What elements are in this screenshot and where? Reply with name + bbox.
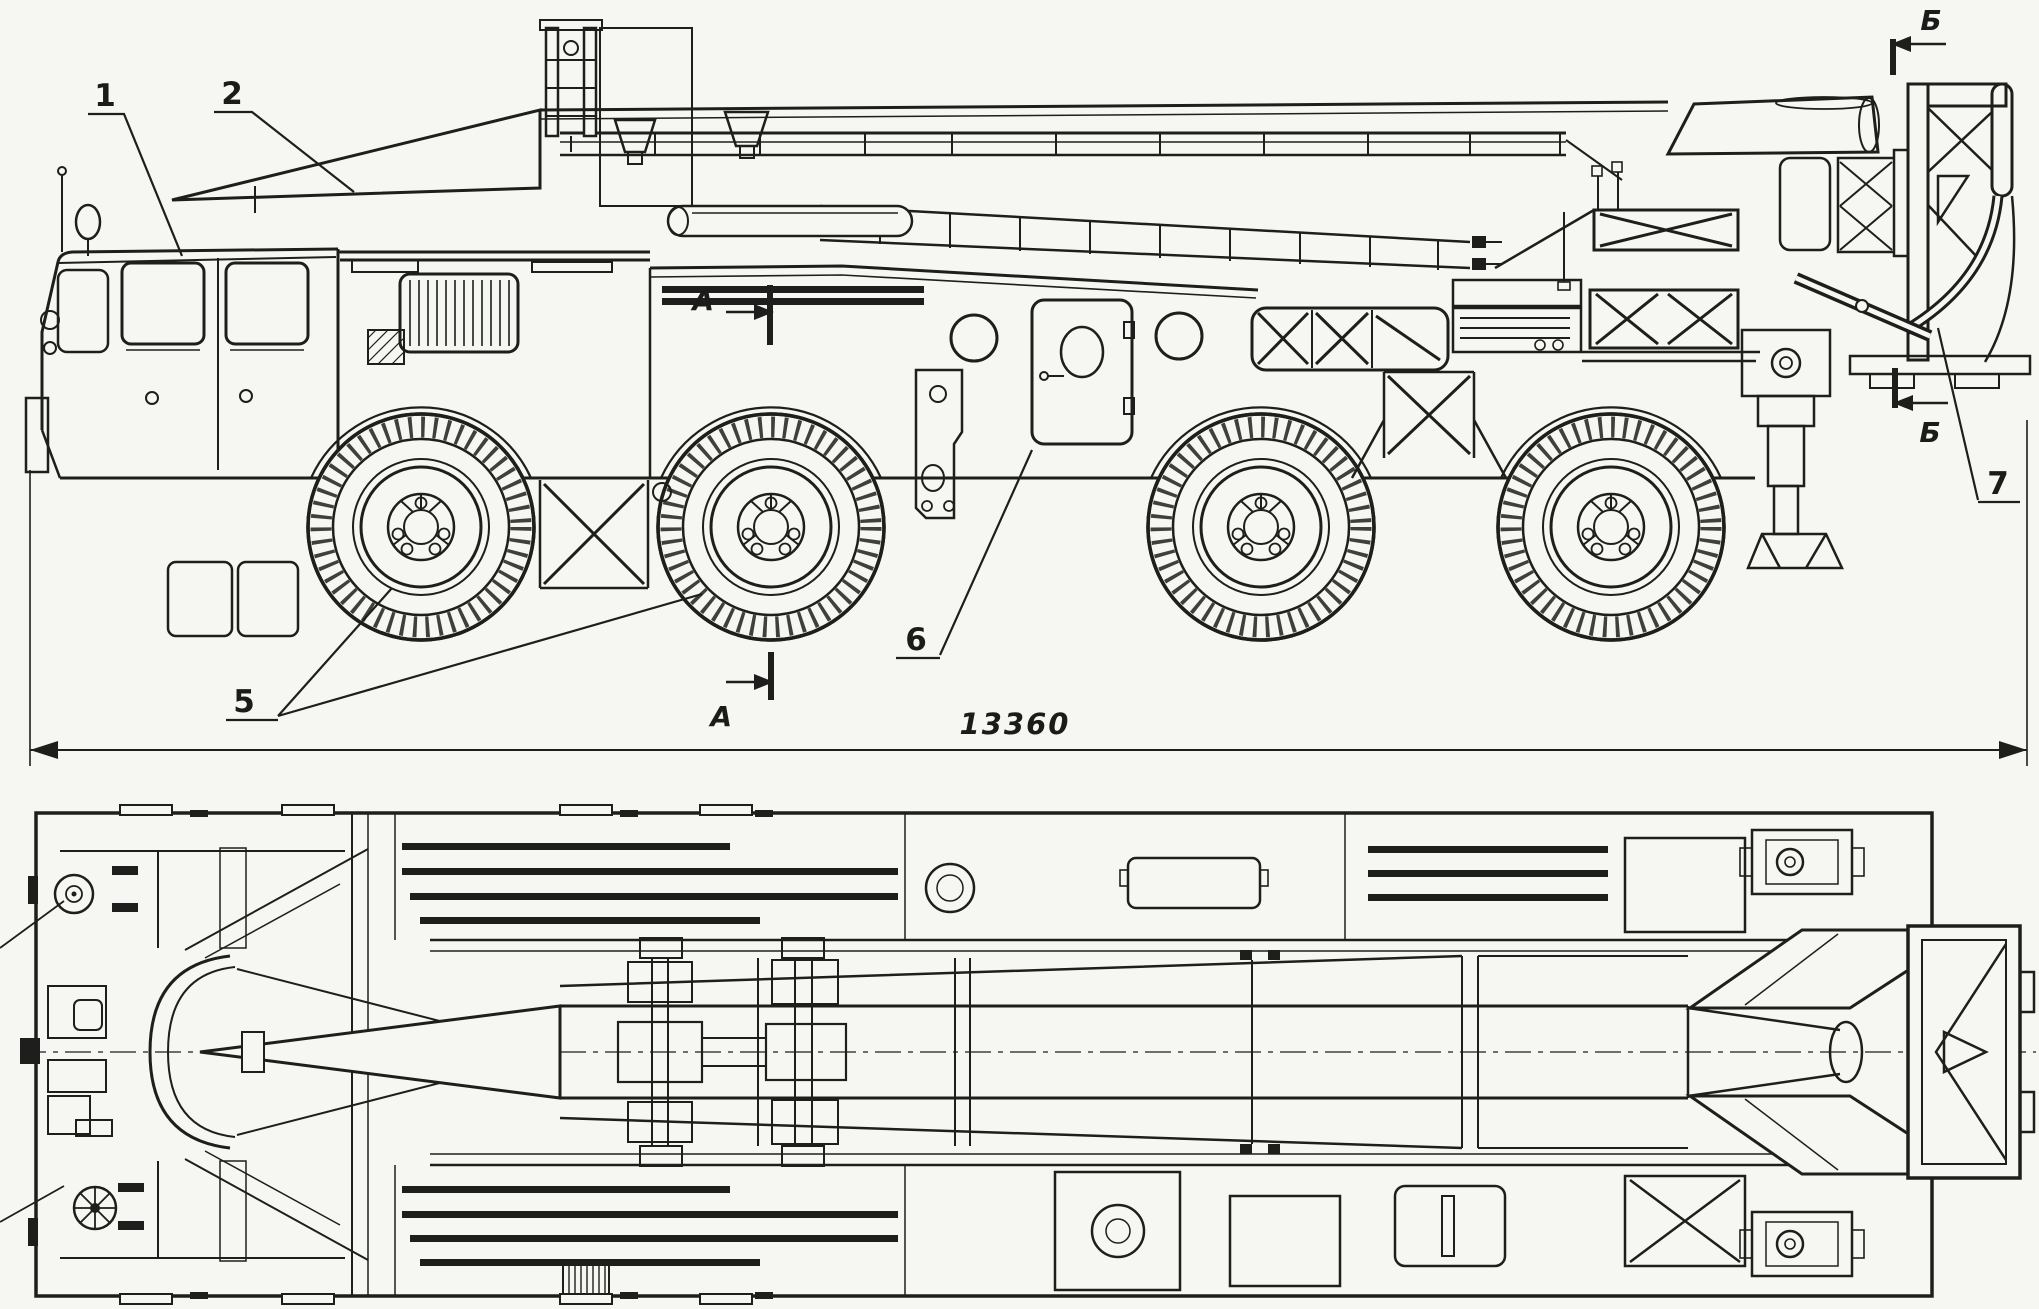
erector-boom (560, 131, 1623, 270)
x-brace-rack (1250, 306, 1450, 372)
plan-view (0, 804, 2036, 1305)
callout-1-label: 1 (94, 78, 116, 114)
filler-cap (924, 862, 976, 914)
dimension-arrow-icon (30, 741, 58, 759)
missile-nose-cone-plan (199, 1004, 562, 1100)
rear-jack (1746, 394, 1844, 570)
section-label-a-upper: А (690, 284, 714, 317)
missile-tail-plan (1685, 924, 2036, 1180)
mirror-icon (74, 203, 102, 241)
headlight-icon (43, 341, 57, 355)
tail-fin (1685, 928, 1932, 1010)
filler-cap (1090, 1203, 1146, 1259)
missile-plan (148, 954, 1688, 1150)
floor-grille (562, 1261, 610, 1295)
callout-5: 5 (226, 587, 703, 722)
hatched-vent (367, 329, 405, 365)
pulley-icon (563, 40, 579, 56)
bracket-plate (914, 368, 964, 520)
funnel (723, 110, 770, 148)
roof-fan (72, 1185, 118, 1231)
edge-fittings (119, 804, 773, 1305)
wheel-3 (1148, 414, 1374, 640)
launch-table-plan (1906, 924, 2036, 1180)
section-arrow-icon (1891, 36, 1911, 52)
wheels (308, 407, 1724, 640)
rear-body (1250, 161, 1760, 372)
erection-crane (539, 19, 914, 238)
wheel-1 (308, 414, 534, 640)
engine-deck (336, 249, 650, 478)
nozzle (1828, 1020, 1864, 1084)
callout-7: 7 (1936, 327, 2020, 504)
section-label-b-upper: Б (1920, 4, 1941, 37)
front-winch-gear (20, 876, 113, 1246)
missile-side (171, 95, 1910, 258)
louver-grille (398, 272, 520, 354)
callout-7-label: 7 (1987, 466, 2009, 502)
section-arrow-icon (1893, 395, 1913, 411)
callout-1: 1 (88, 78, 184, 257)
erector-base-boxes (1588, 161, 1740, 350)
hydraulic-cylinder (666, 204, 914, 238)
wheel-4 (1498, 414, 1724, 640)
underbody-braces (538, 370, 1508, 590)
nose-yoke (148, 954, 231, 1150)
porthole (949, 313, 999, 363)
door-handle (145, 391, 159, 405)
section-label-b-lower: Б (1919, 416, 1940, 449)
headlight-icon (40, 310, 60, 330)
callout-6-label: 6 (905, 622, 927, 658)
equipment-top-band (394, 813, 1747, 940)
section-marker-b: Б Б (1890, 4, 1948, 449)
dimension-value: 13360 (960, 707, 1071, 741)
callout-6: 6 (896, 449, 1034, 660)
dimension-arrow-icon (1999, 741, 2027, 759)
nozzle-assembly (1836, 148, 1910, 258)
callout-2-label: 2 (221, 76, 243, 112)
roof-hatch (53, 873, 95, 915)
section-marker-a: А А (690, 284, 774, 733)
missile-nose-cone (171, 108, 542, 202)
dimension-overall-length: 13360 (29, 420, 2028, 766)
cab (40, 166, 310, 638)
callout-2: 2 (214, 76, 355, 193)
tail-fin (1685, 1094, 1932, 1176)
porthole (1154, 311, 1204, 361)
door-handle (239, 389, 253, 403)
boom-plan (559, 950, 1688, 1154)
rear-hub-boxes (1739, 828, 1865, 1278)
section-label-a-lower: А (708, 700, 732, 733)
callouts: 1 2 5 6 7 (88, 76, 2020, 722)
erector-mast (1740, 82, 2032, 570)
missile-tail-fairing (1665, 95, 1880, 156)
section-arrow-icon (754, 674, 774, 690)
axle-clusters (616, 937, 848, 1167)
cropped-leader-lines (0, 900, 65, 1223)
mid-body (648, 264, 1259, 520)
side-door (1030, 298, 1135, 446)
section-arrow-icon (754, 304, 774, 320)
side-elevation-view: А А Б Б 1 2 5 6 7 (24, 4, 2032, 766)
funnel (613, 118, 657, 154)
door-porthole (1059, 325, 1105, 379)
equipment-bottom-band (394, 1165, 1747, 1296)
callout-5-label: 5 (233, 684, 255, 720)
wheel-2 (658, 414, 884, 640)
